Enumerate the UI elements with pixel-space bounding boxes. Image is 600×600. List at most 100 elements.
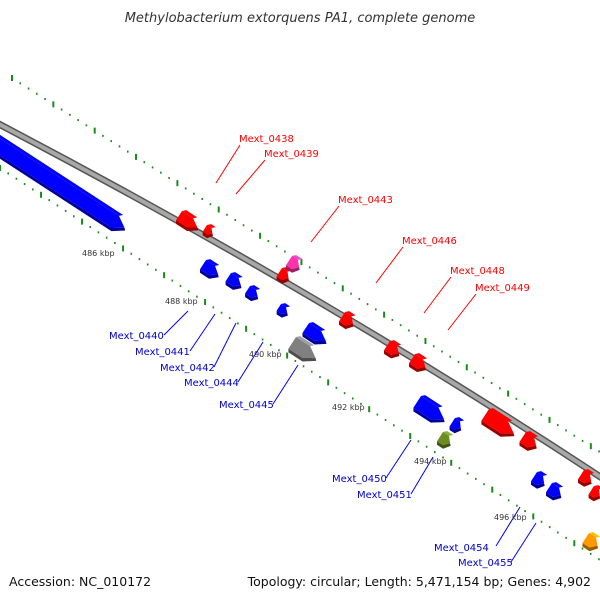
gene-shadow	[546, 492, 562, 501]
gene-shadow	[225, 281, 242, 290]
gene-top	[231, 272, 243, 278]
gene-label[interactable]: Mext_0445	[219, 400, 274, 411]
gene-face	[531, 472, 545, 486]
gene-feature	[176, 210, 199, 232]
gene-top	[250, 285, 261, 290]
gene-shadow	[286, 265, 300, 273]
gene-feature	[0, 131, 126, 232]
gene-shadow	[582, 543, 599, 552]
label-leader-line	[375, 246, 404, 284]
gene-shadow	[409, 363, 427, 373]
gene-face	[176, 211, 198, 228]
gene-top	[443, 431, 454, 436]
label-leader-line	[410, 456, 434, 495]
map-title: Methylobacterium extorquens PA1, complet…	[125, 11, 476, 26]
gene-feature	[339, 311, 356, 330]
gene-shadow	[288, 348, 317, 362]
genes	[0, 131, 600, 552]
forward-labels: Mext_0438 Mext_0439 Mext_0443 Mext_0446 …	[239, 134, 530, 294]
label-leader-line	[385, 439, 412, 479]
scale-label: 486 kbp	[82, 249, 115, 258]
gene-shadow	[519, 442, 537, 451]
label-leader-line	[237, 341, 264, 383]
gene-top	[526, 431, 539, 438]
gene-shadow	[276, 276, 290, 284]
gene-feature	[225, 272, 243, 290]
gene-feature	[449, 417, 465, 434]
gene-shadow	[384, 350, 400, 359]
gene-shadow	[531, 481, 545, 489]
gene-feature	[202, 224, 216, 239]
gene-face	[449, 418, 461, 430]
gene-feature	[302, 322, 327, 345]
gene-top	[421, 395, 443, 408]
gene-face	[276, 304, 288, 314]
gene-face	[413, 396, 445, 420]
gene-label[interactable]: Mext_0451	[357, 490, 412, 501]
label-leader-line	[310, 205, 340, 243]
gene-top	[537, 471, 548, 476]
gene-feature	[588, 485, 600, 502]
gene-top	[390, 340, 402, 346]
gene-label[interactable]: Mext_0446	[402, 236, 457, 247]
gene-face	[245, 286, 258, 298]
gene-top	[552, 482, 564, 488]
gene-shadow	[449, 426, 462, 434]
gene-top	[584, 469, 595, 474]
gene-feature	[578, 469, 595, 487]
label-leader-line	[163, 310, 189, 336]
gene-top	[0, 131, 124, 216]
gene-label[interactable]: Mext_0450	[332, 474, 387, 485]
label-leader-line	[272, 364, 299, 405]
gene-top	[594, 485, 600, 490]
gene-label[interactable]: Mext_0449	[475, 283, 530, 294]
genome-summary-text: Topology: circular; Length: 5,471,154 bp…	[247, 574, 591, 589]
gene-top	[345, 311, 356, 317]
gene-face	[437, 432, 451, 446]
gene-shadow	[481, 420, 515, 437]
gene-label[interactable]: Mext_0441	[135, 347, 190, 358]
gene-shadow	[413, 407, 445, 423]
scale-label: 496 kbp	[494, 513, 527, 522]
gene-top	[415, 353, 428, 360]
gene-label[interactable]: Mext_0443	[338, 195, 393, 206]
gene-feature	[409, 353, 428, 373]
gene-top	[206, 259, 220, 266]
gene-label[interactable]: Mext_0442	[160, 363, 215, 374]
label-leader-line	[510, 522, 537, 563]
gene-feature	[413, 395, 445, 423]
gene-feature	[519, 431, 539, 451]
scale-label: 492 kbp	[332, 403, 365, 412]
label-leaders	[163, 144, 537, 563]
gene-top	[207, 224, 216, 228]
gene-top	[455, 417, 465, 422]
backbone	[0, 122, 600, 480]
scale-label: 494 kbp	[414, 457, 447, 466]
gene-label[interactable]: Mext_0444	[184, 378, 239, 389]
tick-marks	[0, 75, 600, 561]
gene-face	[276, 268, 289, 280]
gene-top	[182, 210, 198, 219]
gene-face	[286, 256, 300, 270]
gene-shadow	[339, 321, 354, 330]
gene-shadow	[578, 479, 592, 487]
gene-top	[489, 408, 513, 422]
gene-label[interactable]: Mext_0438	[239, 134, 294, 145]
gene-label[interactable]: Mext_0440	[109, 331, 164, 342]
label-leader-line	[423, 276, 452, 314]
gene-shadow	[437, 441, 451, 449]
gene-face	[302, 323, 326, 342]
gene-feature	[437, 431, 454, 449]
gene-face	[339, 312, 353, 326]
gene-label[interactable]: Mext_0439	[264, 149, 319, 160]
gene-label[interactable]: Mext_0448	[450, 266, 505, 277]
gene-feature	[546, 482, 564, 501]
gene-face	[519, 432, 537, 448]
gene-top	[281, 303, 291, 308]
gene-top	[309, 322, 326, 331]
gene-label[interactable]: Mext_0454	[434, 543, 489, 554]
gene-label[interactable]: Mext_0455	[458, 558, 513, 569]
gene-feature	[276, 303, 291, 318]
gene-shadow	[200, 269, 219, 279]
gene-top	[292, 255, 303, 260]
